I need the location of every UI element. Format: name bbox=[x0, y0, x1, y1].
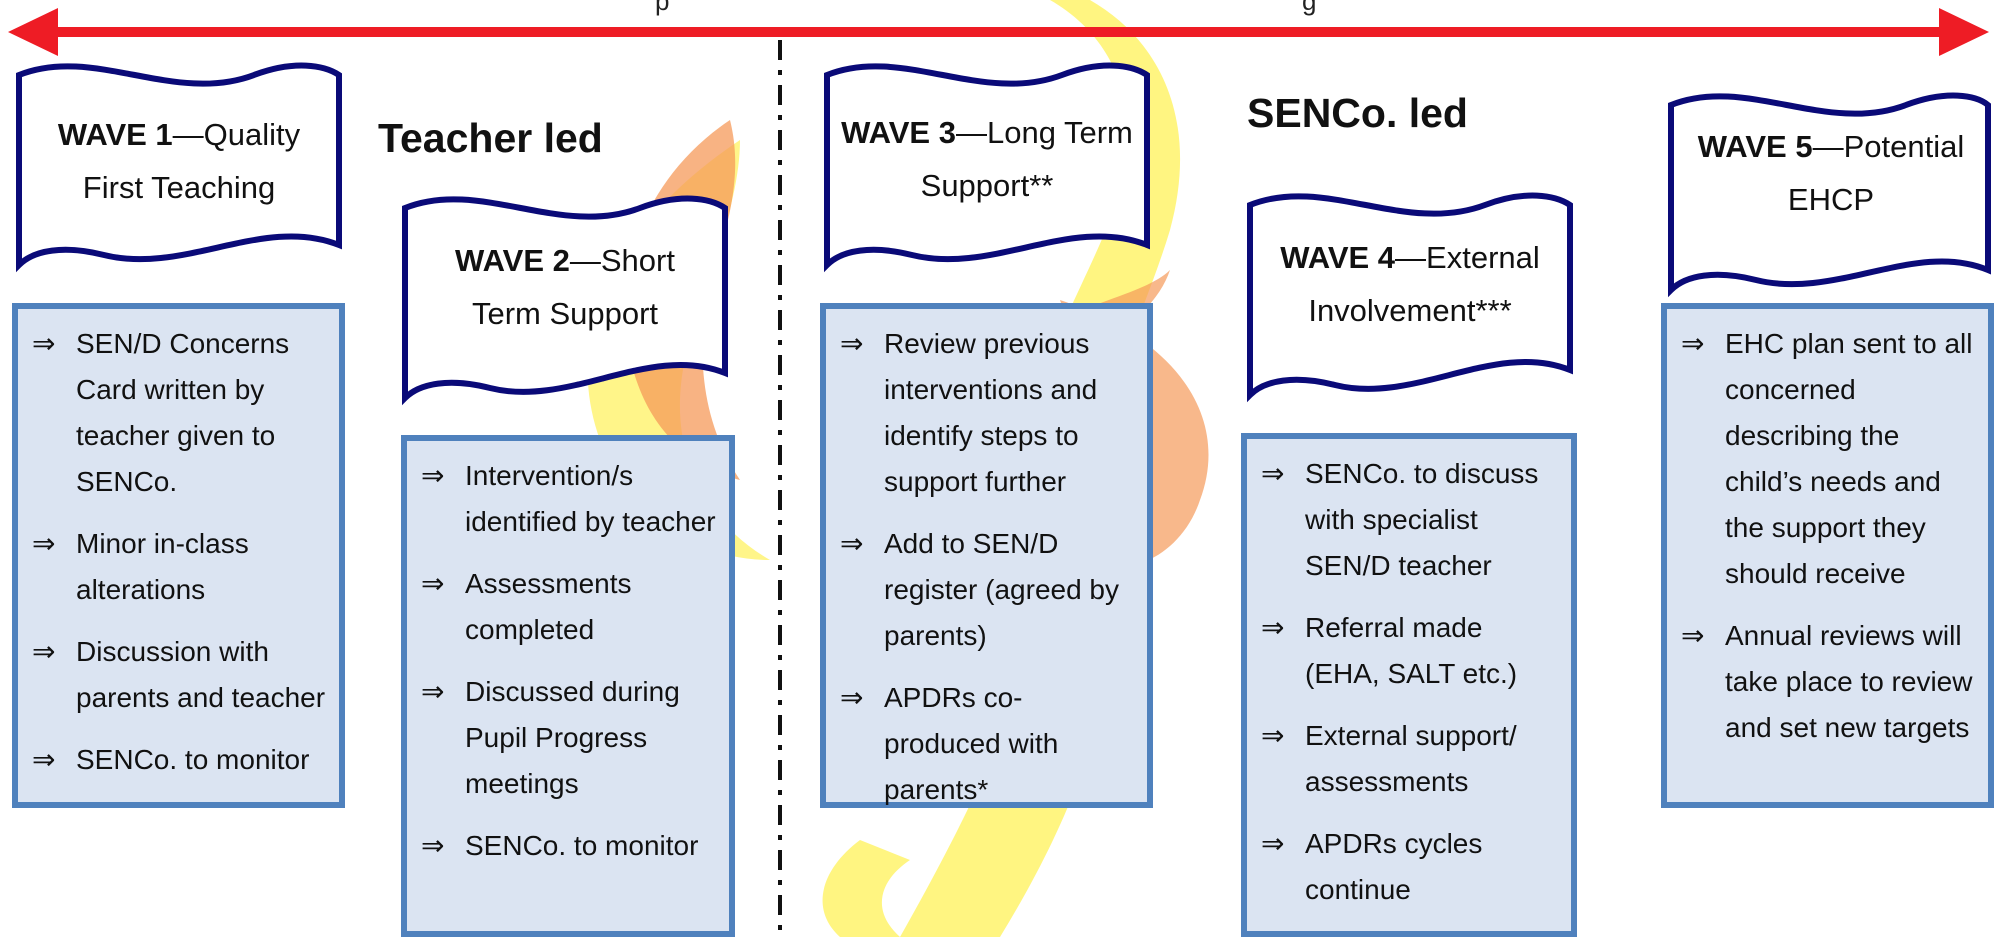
top-partial-text-right: g bbox=[1302, 0, 1317, 16]
list-item: ⇒SENCo. to discuss with specialist SEN/D… bbox=[1255, 451, 1563, 589]
teacher-led-label: Teacher led bbox=[378, 115, 603, 161]
implies-arrow-icon: ⇒ bbox=[421, 568, 445, 599]
wave-3-banner: WAVE 3—Long Term Support** bbox=[822, 50, 1152, 275]
top-partial-text-left: p bbox=[655, 0, 670, 16]
wave-4-list: ⇒SENCo. to discuss with specialist SEN/D… bbox=[1255, 451, 1563, 913]
implies-arrow-icon: ⇒ bbox=[840, 682, 864, 713]
list-item: ⇒SEN/D Concerns Card written by teacher … bbox=[26, 321, 331, 505]
list-item: ⇒External support/ assessments bbox=[1255, 713, 1563, 805]
timeline-double-arrow bbox=[8, 8, 1989, 56]
wave-1-banner: WAVE 1—Quality First Teaching bbox=[14, 50, 344, 275]
wave-3-card: ⇒Review previous interventions and ident… bbox=[820, 303, 1153, 808]
wave-2-title-rest: —Short Term Support bbox=[471, 243, 675, 331]
list-item: ⇒SENCo. to monitor bbox=[415, 823, 721, 869]
wave-1-title-rest: —Quality First Teaching bbox=[82, 117, 301, 205]
wave-3-title-rest: —Long Term Support** bbox=[920, 115, 1133, 203]
wave-3-title-bold: WAVE 3 bbox=[841, 115, 956, 150]
implies-arrow-icon: ⇒ bbox=[840, 528, 864, 559]
wave-5-title-bold: WAVE 5 bbox=[1697, 129, 1813, 164]
implies-arrow-icon: ⇒ bbox=[32, 528, 56, 559]
implies-arrow-icon: ⇒ bbox=[32, 744, 56, 775]
implies-arrow-icon: ⇒ bbox=[1261, 458, 1285, 489]
list-item: ⇒Minor in-class alterations bbox=[26, 521, 331, 613]
list-item: ⇒Discussed during Pupil Progress meeting… bbox=[415, 669, 721, 807]
wave-1-title-bold: WAVE 1 bbox=[57, 117, 173, 152]
implies-arrow-icon: ⇒ bbox=[1681, 328, 1705, 359]
implies-arrow-icon: ⇒ bbox=[1681, 620, 1705, 651]
list-item: ⇒Intervention/s identified by teacher bbox=[415, 453, 721, 545]
list-item: ⇒Discussion with parents and teacher bbox=[26, 629, 331, 721]
implies-arrow-icon: ⇒ bbox=[421, 676, 445, 707]
list-item: ⇒Annual reviews will take place to revie… bbox=[1675, 613, 1980, 751]
implies-arrow-icon: ⇒ bbox=[1261, 828, 1285, 859]
wave-4-title-rest: —External Involvement*** bbox=[1308, 240, 1540, 328]
implies-arrow-icon: ⇒ bbox=[1261, 720, 1285, 751]
wave-2-banner: WAVE 2—Short Term Support bbox=[400, 178, 730, 408]
implies-arrow-icon: ⇒ bbox=[840, 328, 864, 359]
implies-arrow-icon: ⇒ bbox=[421, 460, 445, 491]
wave-5-card: ⇒EHC plan sent to all concerned describi… bbox=[1661, 303, 1994, 808]
senco-led-label: SENCo. led bbox=[1247, 90, 1468, 136]
list-item: ⇒EHC plan sent to all concerned describi… bbox=[1675, 321, 1980, 597]
wave-2-title-bold: WAVE 2 bbox=[455, 243, 570, 278]
wave-4-card: ⇒SENCo. to discuss with specialist SEN/D… bbox=[1241, 433, 1577, 937]
list-item: ⇒Assessments completed bbox=[415, 561, 721, 653]
wave-5-title-rest: —Potential EHCP bbox=[1787, 129, 1965, 217]
list-item: ⇒APDRs cycles continue bbox=[1255, 821, 1563, 913]
wave-3-list: ⇒Review previous interventions and ident… bbox=[834, 321, 1139, 813]
wave-1-list: ⇒SEN/D Concerns Card written by teacher … bbox=[26, 321, 331, 783]
yellow-curl-bottom bbox=[822, 840, 910, 937]
list-item: ⇒SENCo. to monitor bbox=[26, 737, 331, 783]
implies-arrow-icon: ⇒ bbox=[421, 830, 445, 861]
wave-5-list: ⇒EHC plan sent to all concerned describi… bbox=[1675, 321, 1980, 751]
implies-arrow-icon: ⇒ bbox=[32, 328, 56, 359]
list-item: ⇒Add to SEN/D register (agreed by parent… bbox=[834, 521, 1139, 659]
wave-2-card: ⇒Intervention/s identified by teacher ⇒A… bbox=[401, 435, 735, 937]
list-item: ⇒Referral made (EHA, SALT etc.) bbox=[1255, 605, 1563, 697]
wave-1-card: ⇒SEN/D Concerns Card written by teacher … bbox=[12, 303, 345, 808]
list-item: ⇒Review previous interventions and ident… bbox=[834, 321, 1139, 505]
wave-2-list: ⇒Intervention/s identified by teacher ⇒A… bbox=[415, 453, 721, 869]
list-item: ⇒APDRs co-produced with parents* bbox=[834, 675, 1139, 813]
implies-arrow-icon: ⇒ bbox=[1261, 612, 1285, 643]
wave-4-banner: WAVE 4—External Involvement*** bbox=[1245, 175, 1575, 405]
divider-dashed-line bbox=[778, 40, 782, 937]
implies-arrow-icon: ⇒ bbox=[32, 636, 56, 667]
wave-4-title-bold: WAVE 4 bbox=[1280, 240, 1396, 275]
wave-5-banner: WAVE 5—Potential EHCP bbox=[1666, 80, 1996, 300]
